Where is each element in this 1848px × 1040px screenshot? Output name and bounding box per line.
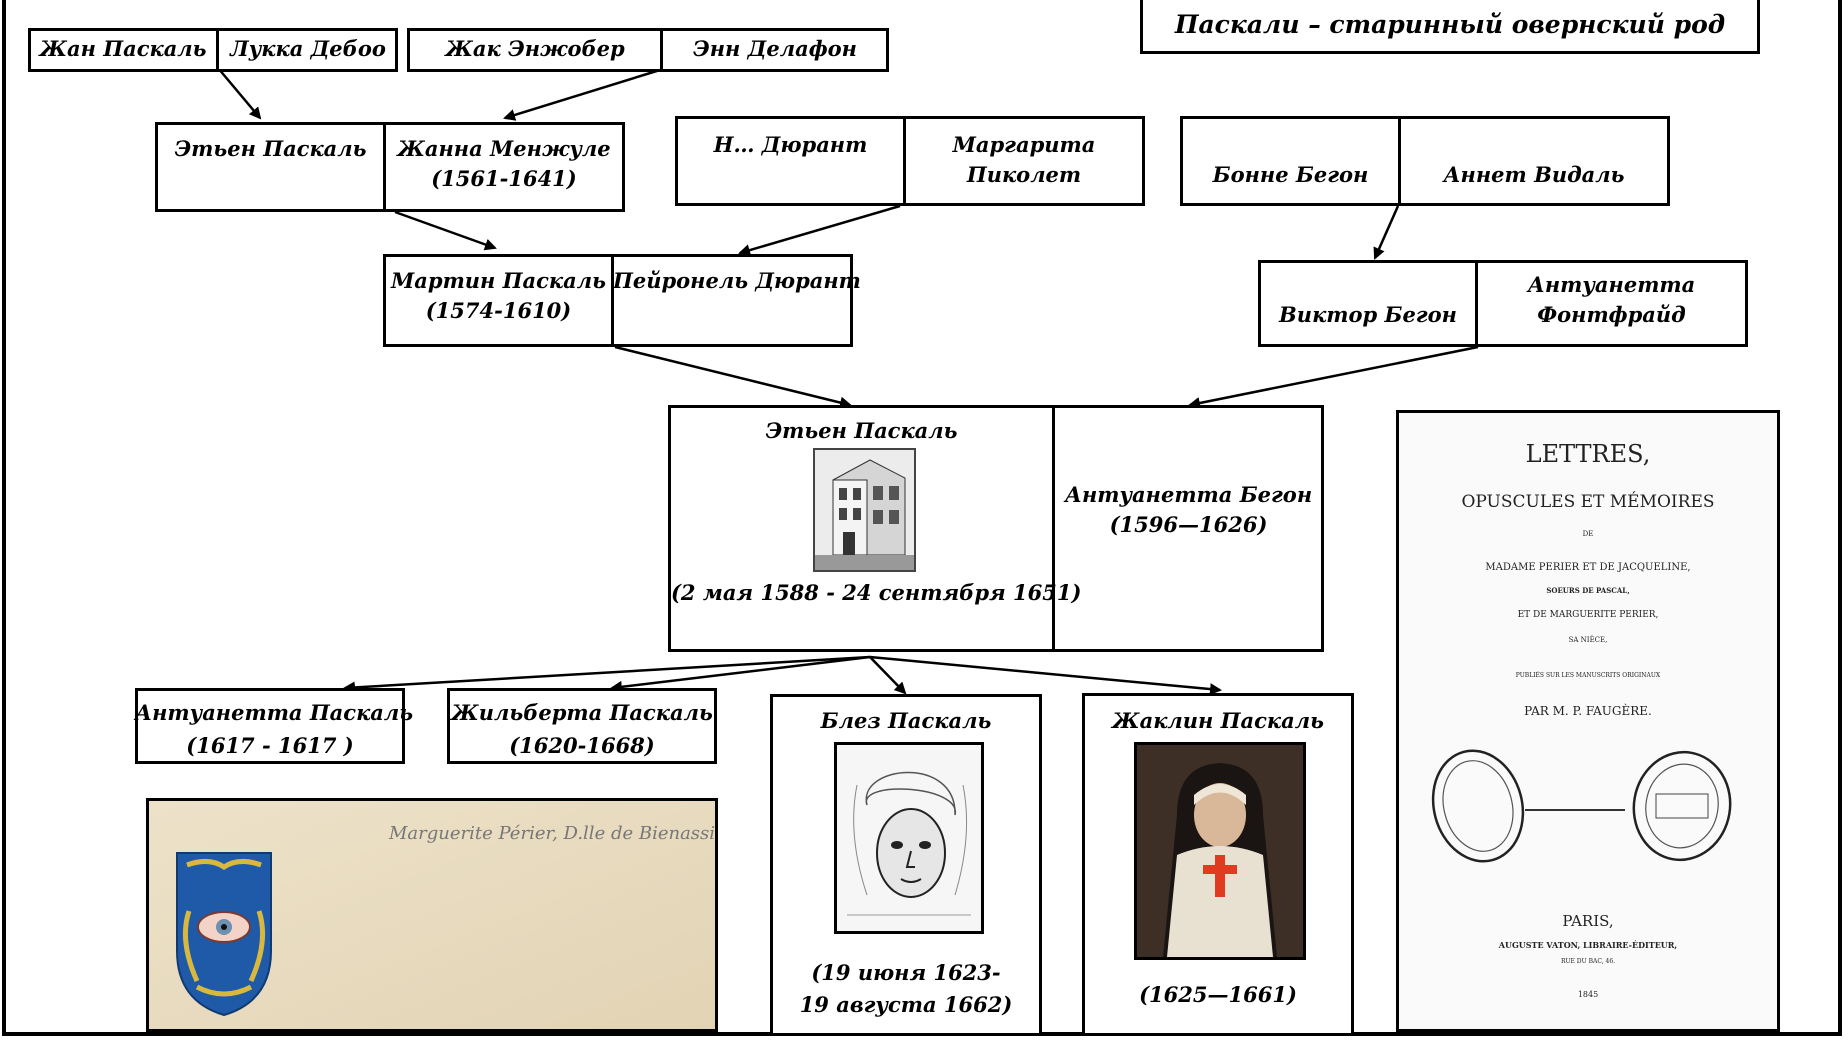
book-line-3: DE: [1582, 530, 1594, 538]
person-n-durant: Н… Дюрант: [713, 132, 868, 157]
gen2-paskal-box: [155, 122, 625, 212]
line-jean-to-etienne: [217, 67, 262, 120]
person-anne-delafon: Энн Делафон: [693, 36, 857, 61]
person-jeanne-menjule: Жанна Менжуле: [397, 136, 611, 161]
line-martin-to-etienne: [614, 345, 852, 409]
book-line-5: SOEURS DE PASCAL,: [1546, 586, 1630, 595]
parents-divider: [1052, 405, 1055, 652]
person-martin-paskal: Мартин Паскаль: [391, 268, 606, 293]
gen1-divider-b: [660, 28, 663, 72]
person-antoinette-fontfrayd-line2: Фонтфрайд: [1537, 302, 1686, 327]
gen2-divider-c: [1398, 116, 1401, 206]
gen2-divider-b: [903, 116, 906, 206]
child-gilberte-name: Жильберта Паскаль: [451, 700, 713, 725]
person-lucca-deboo: Лукка Дебоо: [230, 36, 386, 61]
line-to-child-jacqueline: [869, 655, 1222, 696]
house-engraving: [813, 448, 916, 572]
book-line-6: ET DE MARGUERITE PERIER,: [1517, 610, 1659, 620]
gen2-durant-box: [675, 116, 1145, 206]
gen3-divider-b: [1475, 260, 1478, 347]
person-marguerite-line1: Маргарита: [952, 132, 1096, 157]
book-line-8: PUBLIÉS SUR LES MANUSCRITS ORIGINAUX: [1515, 672, 1661, 679]
line-enjobert-to-jeanne: [503, 68, 661, 121]
person-victor-begon: Виктор Бегон: [1279, 302, 1457, 327]
parents-box: [668, 405, 1324, 652]
person-antoinette-begon-dates: (1596—1626): [1109, 512, 1268, 537]
book-title-page: [1396, 410, 1780, 1032]
book-line-2: OPUSCULES ET MÉMOIRES: [1461, 492, 1715, 512]
child-blaise-name: Блез Паскаль: [820, 708, 992, 733]
person-annet-vidal: Аннет Видаль: [1443, 162, 1625, 187]
child-jacqueline-name: Жаклин Паскаль: [1112, 708, 1324, 733]
line-victor-to-antoinette: [1188, 345, 1479, 409]
person-jacques-enjobert: Жак Энжобер: [445, 36, 625, 61]
coat-of-arms-panel: Marguerite Périer, D.lle de Bienassis: [146, 798, 718, 1032]
book-line-9: PAR M. P. FAUGÈRE.: [1524, 704, 1652, 718]
book-line-13: 1845: [1577, 990, 1599, 999]
house-illustration-icon: [815, 450, 914, 570]
line-durant-to-peyronel: [738, 204, 901, 256]
child-blaise-dates-line2: 19 августа 1662): [799, 992, 1013, 1017]
person-jean-paskal: Жан Паскаль: [39, 36, 207, 61]
gen2-divider-a: [383, 122, 386, 212]
gen1-left-box: [28, 28, 398, 72]
line-to-child-gilberte: [610, 655, 871, 693]
library-stamps-icon: [1431, 749, 1732, 863]
child-gilberte-box: [447, 688, 717, 764]
child-blaise-dates-line1: (19 июня 1623-: [811, 960, 1001, 985]
book-line-1: LETTRES,: [1525, 440, 1651, 468]
nun-portrait-icon: [1137, 745, 1303, 957]
child-antoinette-dates: (1617 - 1617 ): [186, 733, 354, 758]
book-line-10: PARIS,: [1562, 912, 1614, 930]
gen1-right-box: [407, 28, 889, 72]
blaise-portrait: [834, 742, 984, 934]
gen3-martin-box: [383, 254, 853, 347]
gen3-divider-a: [611, 254, 614, 347]
child-jacqueline-dates: (1625—1661): [1139, 982, 1297, 1007]
coat-of-arms-icon: [149, 801, 715, 1029]
book-line-12: RUE DU BAC, 46.: [1560, 958, 1616, 965]
book-line-4: MADAME PERIER ET DE JACQUELINE,: [1485, 562, 1691, 573]
line-to-child-blaise: [869, 656, 907, 695]
gen1-divider-a: [216, 28, 219, 72]
book-line-11: AUGUSTE VATON, LIBRAIRE-ÉDITEUR,: [1498, 940, 1678, 950]
child-antoinette-box: [135, 688, 405, 764]
blaise-sketch-icon: [837, 745, 981, 931]
child-gilberte-dates: (1620-1668): [509, 733, 655, 758]
gen2-begon-box: [1180, 116, 1670, 206]
person-etienne-paskal: Этьен Паскаль: [765, 418, 958, 443]
person-peyronel-durant: Пейронель Дюрант: [613, 268, 861, 293]
line-begon-to-victor: [1373, 205, 1400, 260]
person-bonnet-begon: Бонне Бегон: [1212, 162, 1369, 187]
person-etienne-sr: Этьен Паскаль: [174, 136, 367, 161]
person-martin-dates: (1574-1610): [425, 298, 572, 323]
gen3-victor-box: [1258, 260, 1748, 347]
title-box: [1140, 0, 1760, 54]
line-to-child-antoinette: [343, 655, 871, 694]
page-title: Паскали – старинный овернский род: [1174, 10, 1726, 39]
person-antoinette-begon: Антуанетта Бегон: [1064, 482, 1313, 507]
book-line-7: SA NIÈCE,: [1568, 636, 1608, 644]
line-etienne-to-martin: [394, 210, 497, 251]
person-jeanne-dates: (1561-1641): [431, 166, 577, 191]
jacqueline-portrait: [1134, 742, 1306, 960]
person-marguerite-line2: Пиколет: [966, 162, 1082, 187]
child-antoinette-name: Антуанетта Паскаль: [135, 700, 414, 725]
coat-inscription: Marguerite Périer, D.lle de Bienassis: [389, 823, 718, 844]
person-etienne-dates: (2 мая 1588 - 24 сентября 1651): [671, 580, 1082, 605]
person-antoinette-fontfrayd-line1: Антуанетта: [1527, 272, 1696, 297]
